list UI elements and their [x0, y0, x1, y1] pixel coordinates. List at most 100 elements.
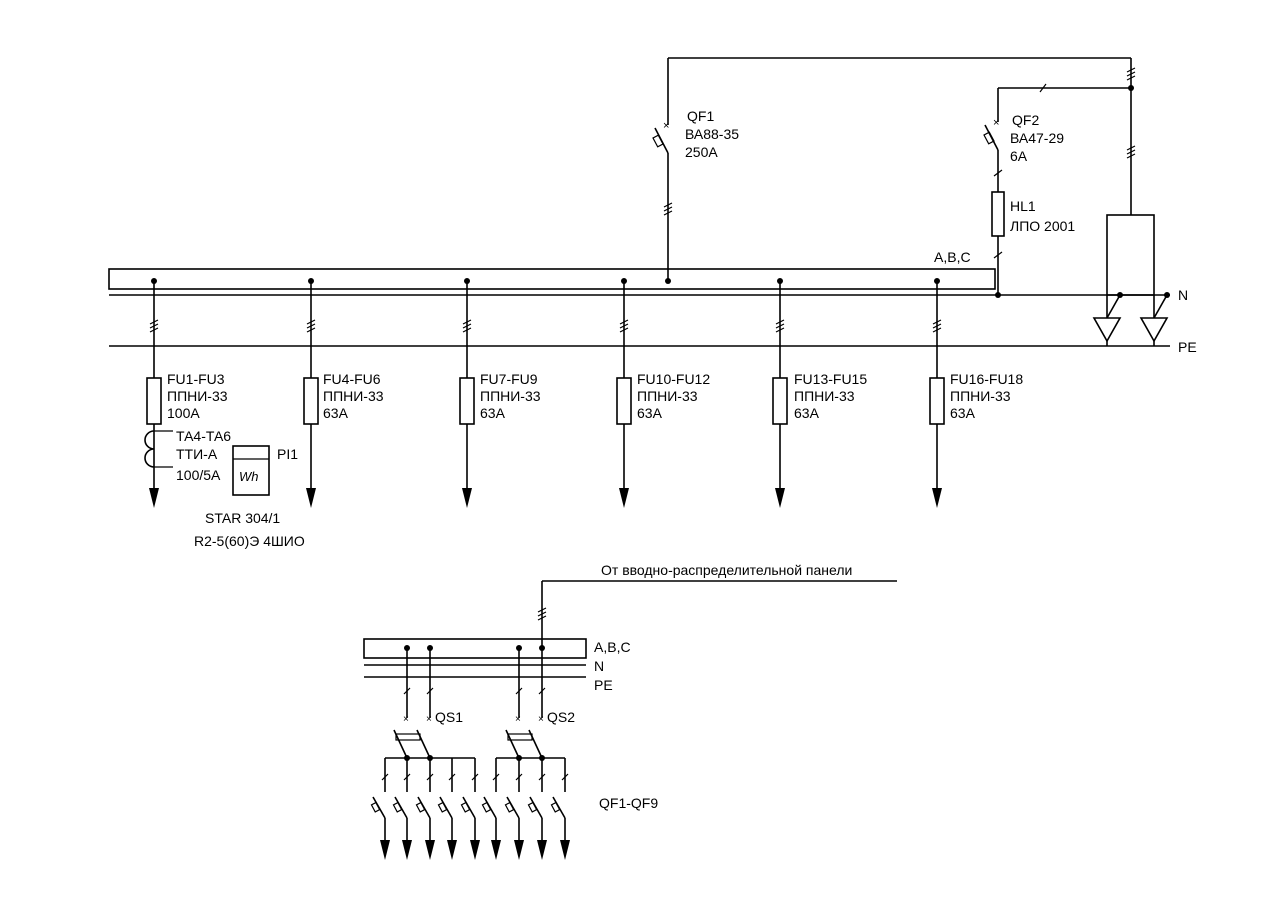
pe-label: PE: [1178, 339, 1197, 355]
right-three-phase-tick-icon: [1126, 67, 1136, 159]
main-bus-label: A,B,C: [934, 249, 971, 265]
feeder-4-arrow-icon: [619, 488, 629, 508]
fuse-fu7-fu9-icon: [459, 377, 475, 425]
feeder-4: FU10-FU12 ППНИ-33 63А: [616, 278, 710, 508]
breaker-3-arrow-icon: [425, 840, 435, 860]
fuse-fu1-fu3-icon: [146, 377, 162, 425]
breaker-1-arrow-icon: [380, 840, 390, 860]
feeder-2-tick-icon: [306, 319, 316, 333]
breaker-3: [415, 758, 435, 860]
qf1-name: QF1: [687, 108, 714, 124]
svg-text:×: ×: [403, 714, 409, 725]
arrester-2-icon: [1139, 317, 1169, 343]
outgoing-breakers: QF1-QF9: [370, 758, 658, 860]
breaker-8-arrow-icon: [537, 840, 547, 860]
panel-busbar-abc: [363, 638, 587, 659]
feeder-2-rating: 63А: [323, 405, 349, 421]
feeder-2-name: FU4-FU6: [323, 371, 381, 387]
feeder-5-arrow-icon: [775, 488, 785, 508]
feeder-3-arrow-icon: [462, 488, 472, 508]
qs2-label: QS2: [547, 709, 575, 725]
source-tick-icon: [537, 607, 547, 621]
feeder-4-rating: 63А: [637, 405, 663, 421]
feeder-6-name: FU16-FU18: [950, 371, 1023, 387]
breaker-5: [460, 758, 480, 860]
feeder-4-type: ППНИ-33: [637, 388, 698, 404]
breaker-7-arrow-icon: [514, 840, 524, 860]
feeder-3-name: FU7-FU9: [480, 371, 538, 387]
breaker-9: [550, 758, 570, 860]
fuse-fu16-fu18-icon: [929, 377, 945, 425]
main-busbar-abc: [108, 268, 996, 290]
feeder-5-rating: 63А: [794, 405, 820, 421]
feeder-2-arrow-icon: [306, 488, 316, 508]
breaker-7: [504, 758, 524, 860]
current-transformer-icon: [144, 430, 155, 468]
fuse-fu10-fu12-icon: [616, 377, 632, 425]
ct-name: ТА4-ТА6: [176, 428, 231, 444]
bottom-distribution-panel: От вводно-распределительной панели A,B,C…: [363, 562, 897, 860]
breakers-label: QF1-QF9: [599, 795, 658, 811]
feeder-5-type: ППНИ-33: [794, 388, 855, 404]
qf1-type: ВА88-35: [685, 126, 739, 142]
svg-text:×: ×: [426, 714, 432, 725]
top-switchboard: A,B,C N PE × QF1 ВА88-35 250А: [108, 57, 1197, 549]
svg-text:×: ×: [515, 714, 521, 725]
feeder-1-tick-icon: [149, 319, 159, 333]
qs2-group: × × QS2: [496, 645, 575, 761]
qf2-name: QF2: [1012, 112, 1039, 128]
feeder-6-tick-icon: [932, 319, 942, 333]
breaker-4-arrow-icon: [447, 840, 457, 860]
surge-arresters: [1092, 214, 1170, 346]
feeder-2-type: ППНИ-33: [323, 388, 384, 404]
breaker-5-arrow-icon: [470, 840, 480, 860]
feeder-4-name: FU10-FU12: [637, 371, 710, 387]
fuse-fu4-fu6-icon: [303, 377, 319, 425]
feeder-3-tick-icon: [462, 319, 472, 333]
svg-text:×: ×: [538, 714, 544, 725]
feeder-6-rating: 63А: [950, 405, 976, 421]
meter-spec: R2-5(60)Э 4ШИО: [194, 533, 305, 549]
breaker-2: [392, 758, 412, 860]
breaker-9-arrow-icon: [560, 840, 570, 860]
breaker-1: [370, 758, 390, 860]
feeder-3: FU7-FU9 ППНИ-33 63А: [459, 278, 541, 508]
breaker-4: [437, 758, 457, 860]
panel-neutral-label: N: [594, 658, 604, 674]
qf1-supply-branch: × QF1 ВА88-35 250А: [652, 57, 1131, 284]
qf2-rating: 6А: [1010, 148, 1028, 164]
breaker-6: [481, 758, 501, 860]
feeder-1-name: FU1-FU3: [167, 371, 225, 387]
feeder-1-rating: 100А: [167, 405, 200, 421]
feeder-2: FU4-FU6 ППНИ-33 63А: [303, 278, 384, 508]
arrester-1-icon: [1092, 317, 1122, 343]
feeder-1-arrow-icon: [149, 488, 159, 508]
hl1-type: ЛПО 2001: [1010, 218, 1075, 234]
qf1-rating: 250А: [685, 144, 718, 160]
feeder-5-name: FU13-FU15: [794, 371, 867, 387]
panel-pe-label: PE: [594, 677, 613, 693]
meter-symbol: Wh: [239, 469, 259, 484]
breaker-6-arrow-icon: [491, 840, 501, 860]
meter-model: STAR 304/1: [205, 510, 280, 526]
fuse-fu13-fu15-icon: [772, 377, 788, 425]
feeder-6: FU16-FU18 ППНИ-33 63А: [929, 278, 1023, 508]
neutral-label: N: [1178, 287, 1188, 303]
ct-ratio: 100/5А: [176, 467, 221, 483]
breaker-2-arrow-icon: [402, 840, 412, 860]
feeder-4-tick-icon: [619, 319, 629, 333]
qf2-cross-icon: ×: [993, 117, 999, 129]
feeder-5: FU13-FU15 ППНИ-33 63А: [772, 278, 867, 508]
qs1-group: × × QS1: [385, 645, 475, 761]
hl1-name: HL1: [1010, 198, 1036, 214]
feeder-3-rating: 63А: [480, 405, 506, 421]
feeder-6-type: ППНИ-33: [950, 388, 1011, 404]
breaker-8: [527, 758, 547, 860]
source-label: От вводно-распределительной панели: [601, 562, 852, 578]
meter-name: PI1: [277, 446, 298, 462]
feeder-6-arrow-icon: [932, 488, 942, 508]
panel-bus-label: A,B,C: [594, 639, 631, 655]
feeder-3-type: ППНИ-33: [480, 388, 541, 404]
feeder-1-type: ППНИ-33: [167, 388, 228, 404]
